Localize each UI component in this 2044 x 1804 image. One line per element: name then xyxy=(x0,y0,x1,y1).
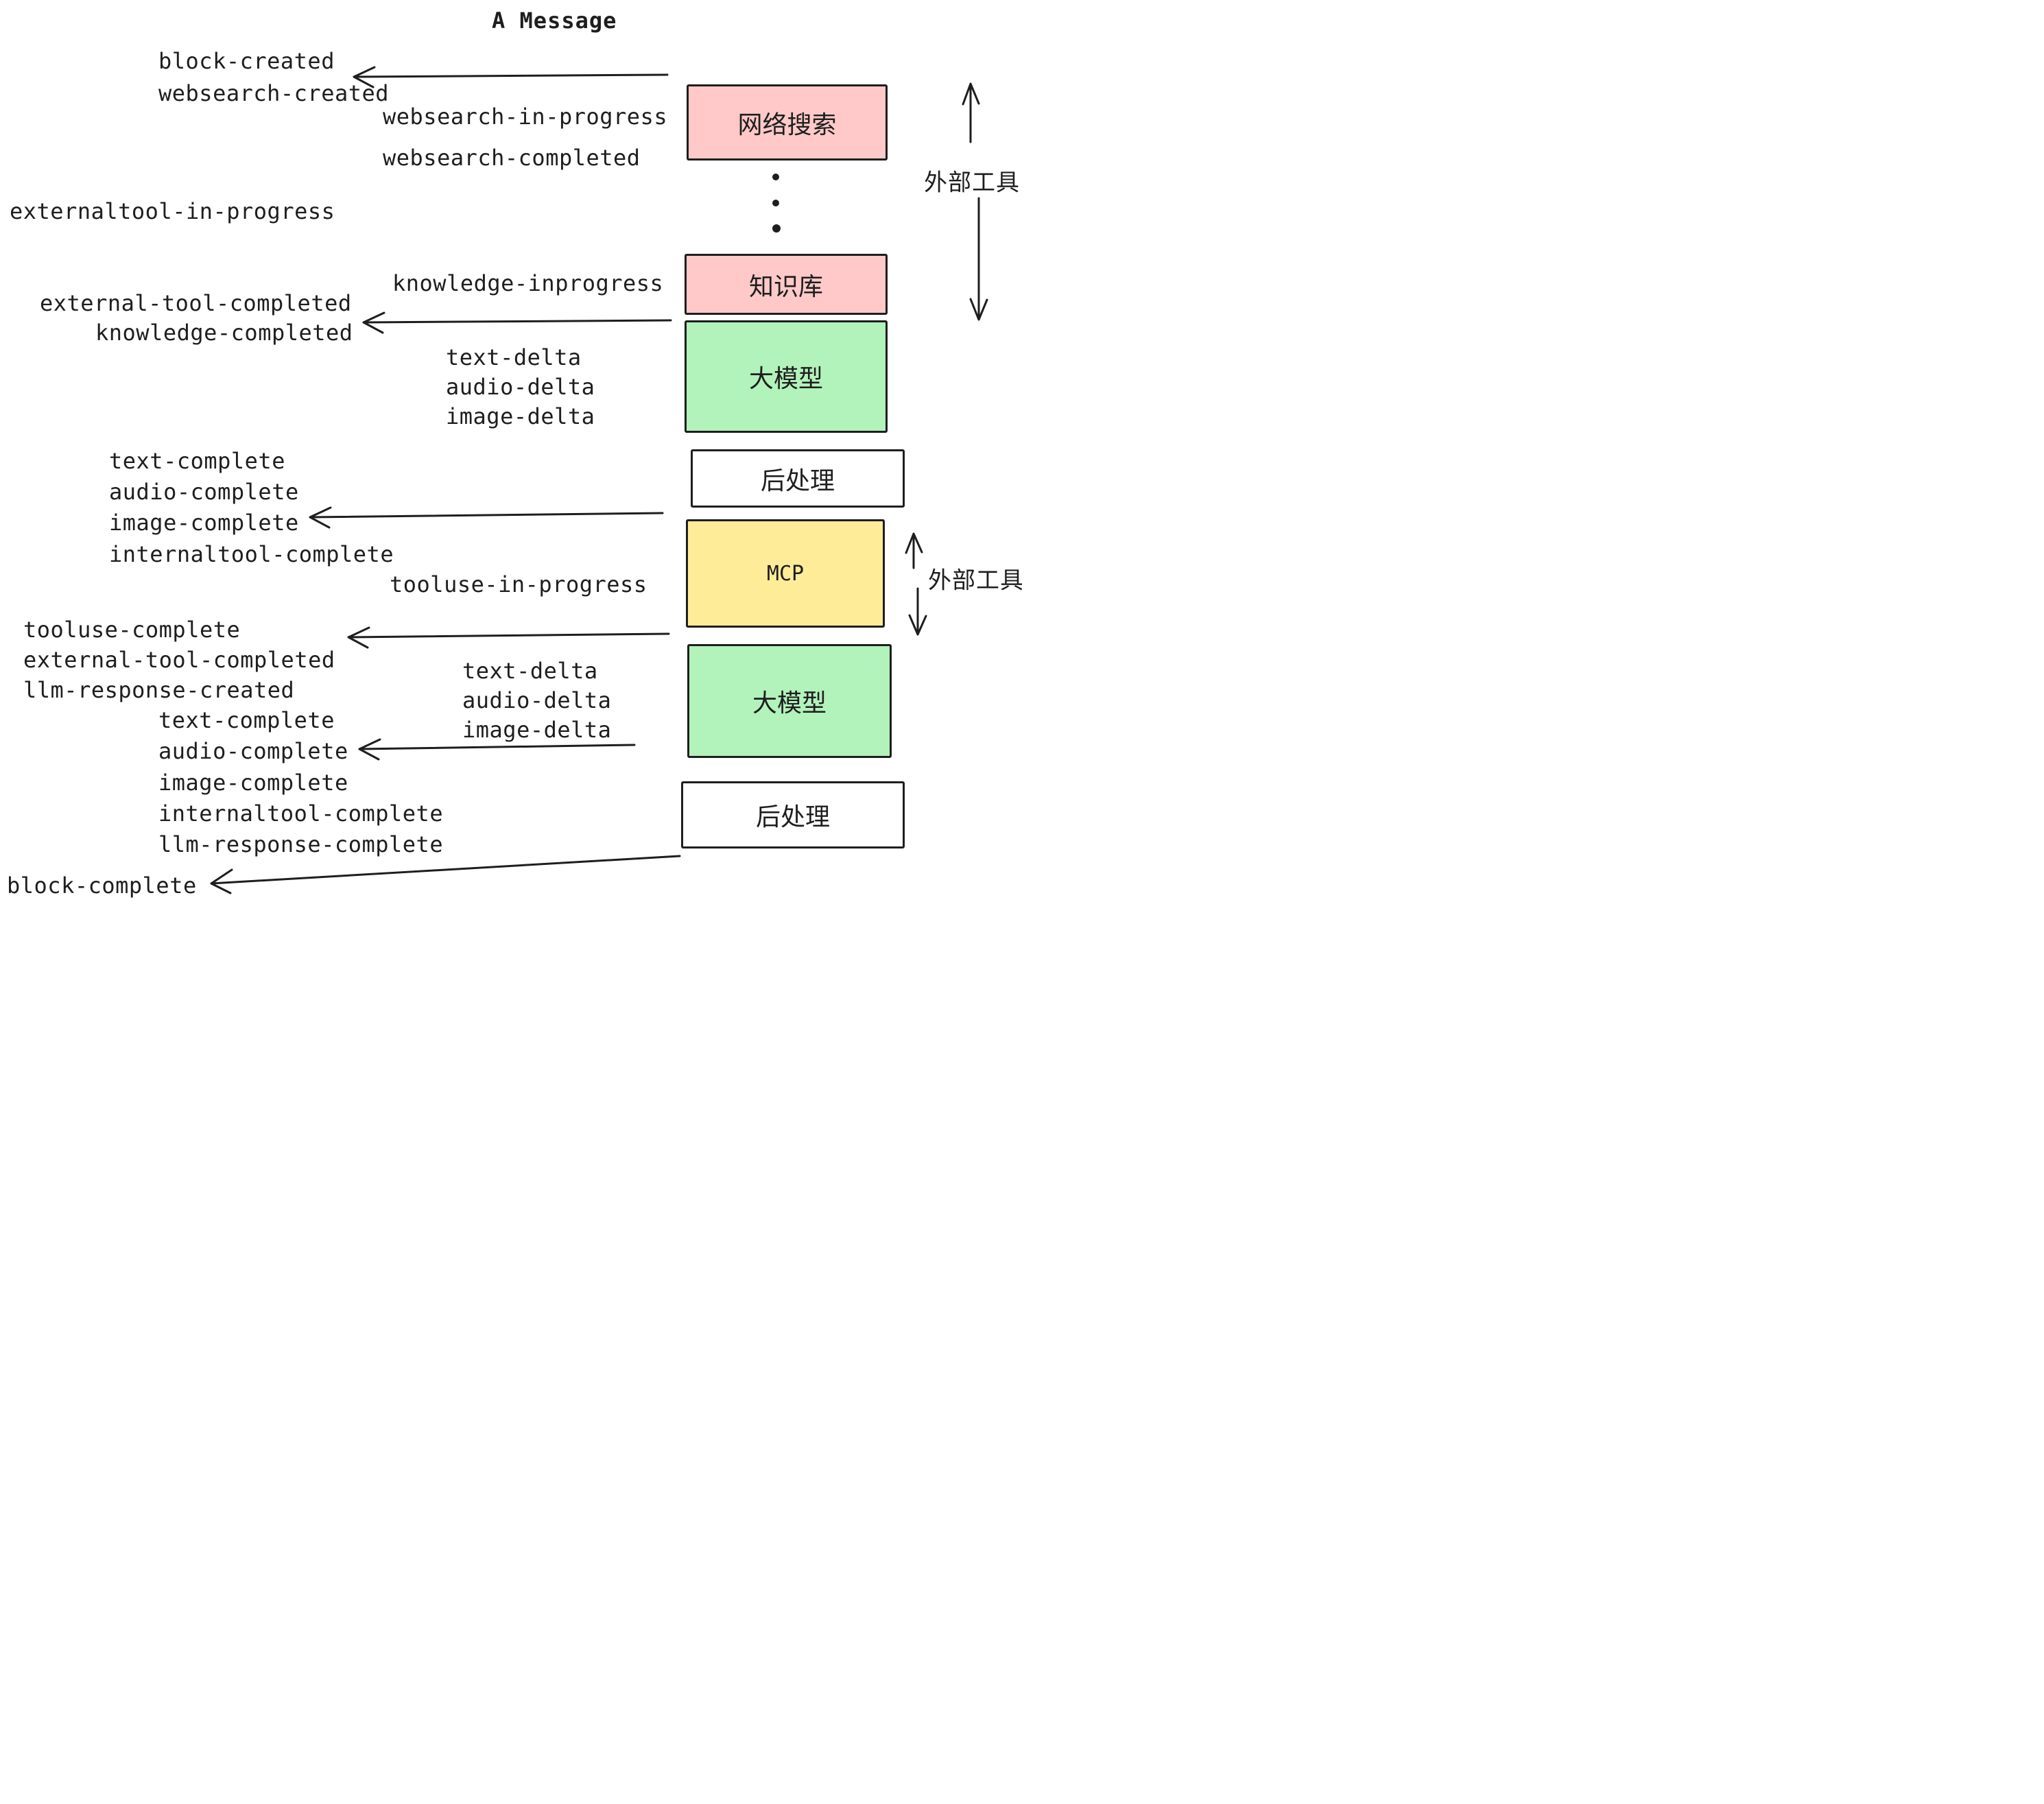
external-tools-label-mcp: 外部工具 xyxy=(928,567,1022,595)
event-label-external-tool-completed-2: external-tool-completed xyxy=(23,647,335,673)
websearch-box: 网络搜索 xyxy=(687,84,888,161)
arrow-post1-to-image-complete xyxy=(309,506,664,529)
arrow-knowledge-to-knowledge-completed xyxy=(362,311,672,334)
ellipsis-dot xyxy=(772,200,779,206)
event-label-tooluse-complete: tooluse-complete xyxy=(23,617,241,643)
page-title: A Message xyxy=(492,8,617,34)
event-label-text-complete-2: text-complete xyxy=(158,707,335,733)
event-label-websearch-created: websearch-created xyxy=(158,80,390,106)
external-tools-label-top: 外部工具 xyxy=(924,169,1020,197)
postprocess-box-2: 后处理 xyxy=(681,781,905,848)
event-label-audio-delta-1: audio-delta xyxy=(446,374,595,400)
event-label-externaltool-in-progress: externaltool-in-progress xyxy=(10,198,335,224)
llm-box-1: 大模型 xyxy=(685,320,888,433)
event-label-llm-response-created: llm-response-created xyxy=(23,677,295,703)
arrow-mcp-to-tooluse-complete xyxy=(347,626,670,649)
event-label-knowledge-completed: knowledge-completed xyxy=(95,320,353,346)
event-label-llm-response-complete: llm-response-complete xyxy=(158,831,444,857)
mcp-box: MCP xyxy=(686,519,885,628)
arrow-post2-to-block-complete xyxy=(210,855,681,894)
event-label-text-delta-2: text-delta xyxy=(462,658,598,684)
external-tools-up-arrow-2 xyxy=(905,532,923,569)
arrow-websearch-to-block-created xyxy=(353,66,669,88)
event-label-websearch-in-progress: websearch-in-progress xyxy=(383,104,668,130)
ellipsis-dot xyxy=(772,224,781,233)
event-label-audio-complete-1: audio-complete xyxy=(109,479,299,505)
event-label-image-complete-1: image-complete xyxy=(109,510,299,536)
event-label-image-delta-2: image-delta xyxy=(462,717,612,743)
event-label-audio-complete-2: audio-complete xyxy=(158,738,348,764)
event-label-internaltool-complete-1: internaltool-complete xyxy=(109,541,394,567)
knowledge-box: 知识库 xyxy=(685,254,888,315)
event-label-internaltool-complete-2: internaltool-complete xyxy=(158,800,444,827)
llm-box-2: 大模型 xyxy=(687,644,892,758)
event-label-audio-delta-2: audio-delta xyxy=(462,687,612,713)
external-tools-down-arrow-2 xyxy=(908,587,927,636)
event-label-text-delta-1: text-delta xyxy=(446,344,582,370)
event-label-knowledge-inprogress: knowledge-inprogress xyxy=(392,270,664,296)
event-label-websearch-completed: websearch-completed xyxy=(383,145,641,171)
external-tools-down-arrow-1 xyxy=(969,197,988,321)
event-label-text-complete-1: text-complete xyxy=(109,448,285,474)
event-label-block-complete: block-complete xyxy=(7,873,197,899)
event-label-image-delta-1: image-delta xyxy=(446,403,595,429)
event-label-image-complete-2: image-complete xyxy=(158,770,348,796)
ellipsis-dot xyxy=(772,174,779,180)
diagram-canvas: A Message block-created websearch-create… xyxy=(0,0,1022,902)
event-label-external-tool-completed: external-tool-completed xyxy=(40,290,352,316)
external-tools-up-arrow-1 xyxy=(962,82,980,143)
event-label-tooluse-in-progress: tooluse-in-progress xyxy=(390,571,647,597)
event-label-block-created: block-created xyxy=(158,48,335,74)
postprocess-box-1: 后处理 xyxy=(691,449,905,508)
